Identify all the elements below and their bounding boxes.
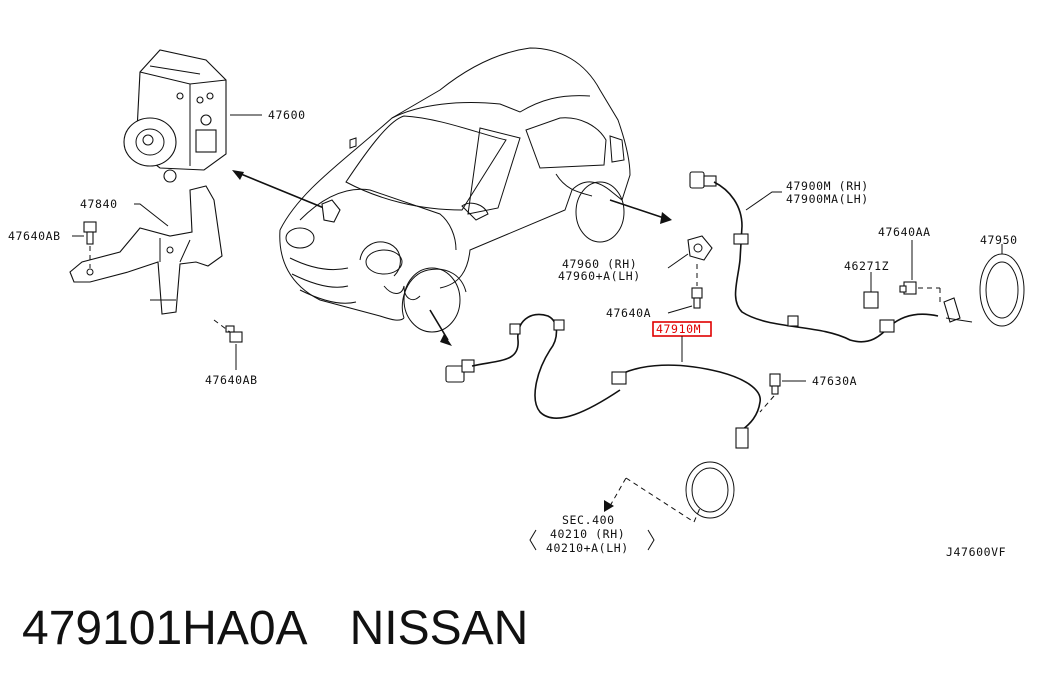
- part-caption: 479101HA0A NISSAN: [22, 596, 1022, 666]
- bolt-47640ab-left: [83, 221, 97, 245]
- label-47630a: 47630A: [812, 374, 857, 388]
- sensor-47960: [687, 235, 713, 261]
- bolt-47630a: [769, 373, 781, 395]
- rear-sensor-harness: [689, 171, 939, 343]
- bolt-47640aa: [899, 281, 917, 295]
- sensor-rotor-47950: [943, 253, 1025, 327]
- part-number: 479101HA0A: [22, 602, 308, 655]
- label-46271z: 46271Z: [844, 259, 889, 273]
- figure-code: J47600VF: [946, 545, 1006, 559]
- label-47900ma-lh: 47900MA(LH): [786, 192, 869, 206]
- label-47640ab-left: 47640AB: [8, 229, 61, 243]
- label-47600: 47600: [268, 108, 306, 122]
- connector-icon: [321, 199, 341, 223]
- label-sec-400: SEC.400: [562, 513, 615, 527]
- bolt-47640a: [691, 287, 703, 309]
- abs-actuator-unit: [123, 49, 227, 183]
- section-reference: [529, 477, 701, 551]
- label-47960-rh: 47960 (RH): [562, 257, 637, 271]
- bolt-47640ab-bottom: [225, 325, 243, 343]
- label-47900m-rh: 47900M (RH): [786, 179, 869, 193]
- abs-bracket: [69, 185, 223, 315]
- front-sensor-harness: [445, 313, 621, 419]
- label-47910m: 47910M: [656, 322, 701, 336]
- brand-name: NISSAN: [349, 602, 529, 655]
- label-40210-rh: 40210 (RH): [550, 527, 625, 541]
- wheel-speed-sensor-47910m: [611, 364, 761, 519]
- label-47640ab-bottom: 47640AB: [205, 373, 258, 387]
- car-illustration: [279, 47, 631, 333]
- label-47640aa: 47640AA: [878, 225, 931, 239]
- label-47840: 47840: [80, 197, 118, 211]
- label-47640a: 47640A: [606, 306, 651, 320]
- label-47950: 47950: [980, 233, 1018, 247]
- label-47960-lh: 47960+A(LH): [558, 269, 641, 283]
- label-40210-lh: 40210+A(LH): [546, 541, 629, 555]
- parts-diagram: 47600 47840 47640AB 47640AB: [8, 47, 1025, 559]
- clip-46271z: [863, 291, 879, 309]
